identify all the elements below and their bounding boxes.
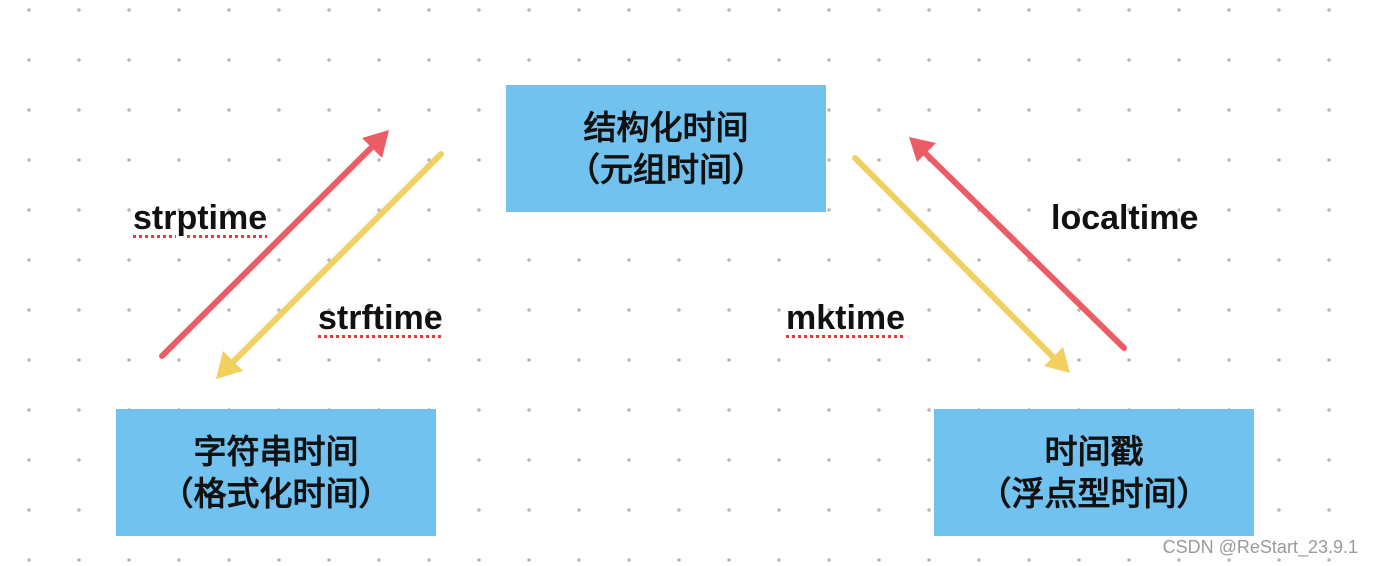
- strftime-label: strftime: [318, 299, 443, 337]
- string-time-subtitle: （格式化时间）: [160, 473, 392, 513]
- localtime-label: localtime: [1051, 199, 1199, 237]
- arrow-strftime: [216, 151, 444, 379]
- watermark: CSDN @ReStart_23.9.1: [1162, 537, 1358, 557]
- mktime-label: mktime: [786, 299, 906, 337]
- struct-time-node: 结构化时间 （元组时间）: [506, 85, 826, 212]
- timestamp-title: 时间戳: [1044, 431, 1144, 471]
- timestamp-subtitle: （浮点型时间）: [978, 473, 1210, 513]
- string-time-node: 字符串时间 （格式化时间）: [116, 409, 436, 536]
- arrow-localtime: [909, 137, 1127, 351]
- arrow-mktime: [852, 155, 1070, 373]
- timestamp-node: 时间戳 （浮点型时间）: [934, 409, 1254, 536]
- strptime-label: strptime: [133, 199, 268, 237]
- arrow-strptime: [159, 130, 389, 359]
- struct-time-subtitle: （元组时间）: [567, 149, 765, 189]
- struct-time-title: 结构化时间: [583, 107, 749, 147]
- string-time-title: 字符串时间: [193, 431, 359, 471]
